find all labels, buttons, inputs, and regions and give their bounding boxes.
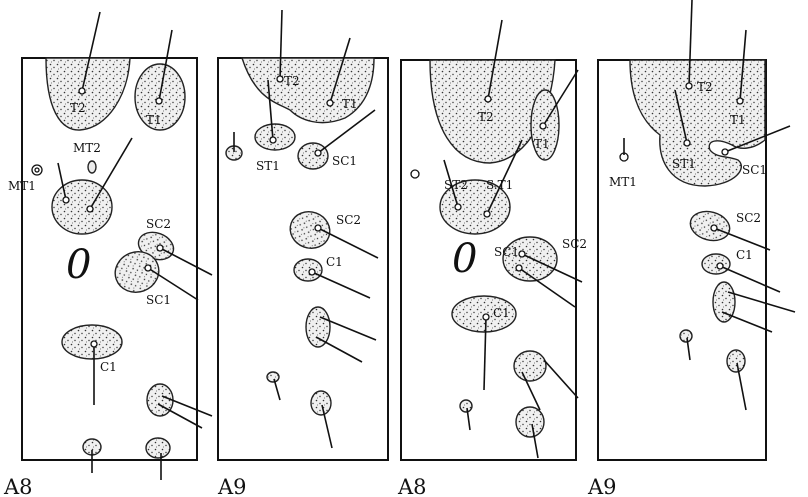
- panel-a8-left: T2 T1 MT2 MT1 SC2 SC1 C1 0: [8, 12, 212, 480]
- seta: [160, 248, 212, 275]
- plate-c1: [702, 254, 730, 274]
- plate-sc: [503, 237, 557, 281]
- label-sc1: SC1: [494, 245, 519, 259]
- plate-lower: [680, 330, 692, 342]
- label-c1: C1: [326, 255, 343, 269]
- label-mt1: MT1: [609, 175, 637, 189]
- label-t1: T1: [534, 137, 550, 151]
- label-sc2: SC2: [336, 213, 361, 227]
- label-st1: S.T1: [486, 178, 513, 192]
- label-t1: T1: [146, 113, 162, 127]
- label-c1: C1: [736, 248, 753, 262]
- plate-sc2: [687, 207, 733, 244]
- seta-socket: [35, 168, 39, 172]
- plate-lower: [727, 350, 745, 372]
- seta-socket: [722, 149, 728, 155]
- seta: [158, 404, 202, 428]
- seta-socket: [519, 251, 525, 257]
- seta-socket: [686, 83, 692, 89]
- seta-socket: [87, 206, 93, 212]
- label-c1: C1: [493, 306, 510, 320]
- panel-a8-right: T2 T1 ST2 S.T1 SC1 SC2 C1 0: [401, 20, 587, 460]
- label-t2: T2: [478, 110, 494, 124]
- label-sc1: SC1: [332, 154, 357, 168]
- seta: [316, 337, 362, 362]
- seta-socket: [516, 265, 522, 271]
- label-sc2: SC2: [736, 211, 761, 225]
- label-mt1: MT1: [8, 179, 36, 193]
- label-t2: T2: [70, 101, 86, 115]
- seta-socket: [684, 140, 690, 146]
- plate-lower: [147, 384, 173, 416]
- panel-label: A9: [217, 475, 247, 497]
- plate-lower: [146, 438, 170, 458]
- seta-socket: [63, 197, 69, 203]
- plate-mt2: [88, 161, 96, 173]
- label-t2: T2: [697, 80, 713, 94]
- label-sc1: SC1: [146, 293, 171, 307]
- seta-socket: [455, 204, 461, 210]
- plate-sc1: [298, 143, 328, 169]
- seta-socket: [91, 341, 97, 347]
- plate-lower: [516, 407, 544, 437]
- label-sc2: SC2: [562, 237, 587, 251]
- seta-socket: [483, 314, 489, 320]
- seta-socket: [156, 98, 162, 104]
- panel-label: A8: [3, 475, 33, 497]
- seta-socket: [737, 98, 743, 104]
- panel-label: A9: [587, 475, 617, 497]
- seta-socket: [484, 211, 490, 217]
- seta: [544, 360, 578, 398]
- label-c1: C1: [100, 360, 117, 374]
- panel-a9-right: T2 T1 MT1 ST1 SC1 SC2 C1: [598, 0, 795, 460]
- seta-socket: [145, 265, 151, 271]
- seta-socket: [79, 88, 85, 94]
- seta-socket: [411, 170, 419, 178]
- label-mt2: MT2: [73, 141, 101, 155]
- seta-socket: [327, 100, 333, 106]
- seta: [318, 228, 378, 258]
- symbol-zero: 0: [452, 236, 477, 282]
- plate-lower: [514, 351, 546, 381]
- panel-a9-left: T2 T1 ST1 SC1 SC2 C1: [218, 10, 388, 460]
- label-sc1: SC1: [742, 163, 767, 177]
- seta: [728, 292, 795, 312]
- plate-t-combined: [242, 58, 374, 123]
- label-t2: T2: [284, 74, 300, 88]
- seta-socket: [540, 123, 546, 129]
- seta-socket: [315, 225, 321, 231]
- seta: [274, 379, 280, 400]
- seta: [722, 312, 772, 332]
- plate-t2: [46, 58, 130, 130]
- label-t1: T1: [730, 113, 746, 127]
- plate-lower: [306, 307, 330, 347]
- seta-socket: [711, 225, 717, 231]
- seta-socket: [309, 269, 315, 275]
- symbol-zero: 0: [66, 242, 91, 288]
- label-st1: ST1: [256, 159, 280, 173]
- label-st2: ST2: [444, 178, 468, 192]
- plate-c1: [294, 259, 322, 281]
- label-sc2: SC2: [146, 217, 171, 231]
- plate-lower: [460, 400, 472, 412]
- label-t1: T1: [342, 97, 358, 111]
- seta-socket: [157, 245, 163, 251]
- seta-socket: [717, 263, 723, 269]
- seta-socket: [315, 150, 321, 156]
- seta-socket: [270, 137, 276, 143]
- plate-lower: [311, 391, 331, 415]
- label-st1: ST1: [672, 157, 696, 171]
- plate-lower: [267, 372, 279, 382]
- seta-socket: [277, 76, 283, 82]
- plate-sc2: [285, 206, 335, 254]
- seta-socket: [485, 96, 491, 102]
- panel-label: A8: [397, 475, 427, 497]
- seta: [312, 272, 370, 298]
